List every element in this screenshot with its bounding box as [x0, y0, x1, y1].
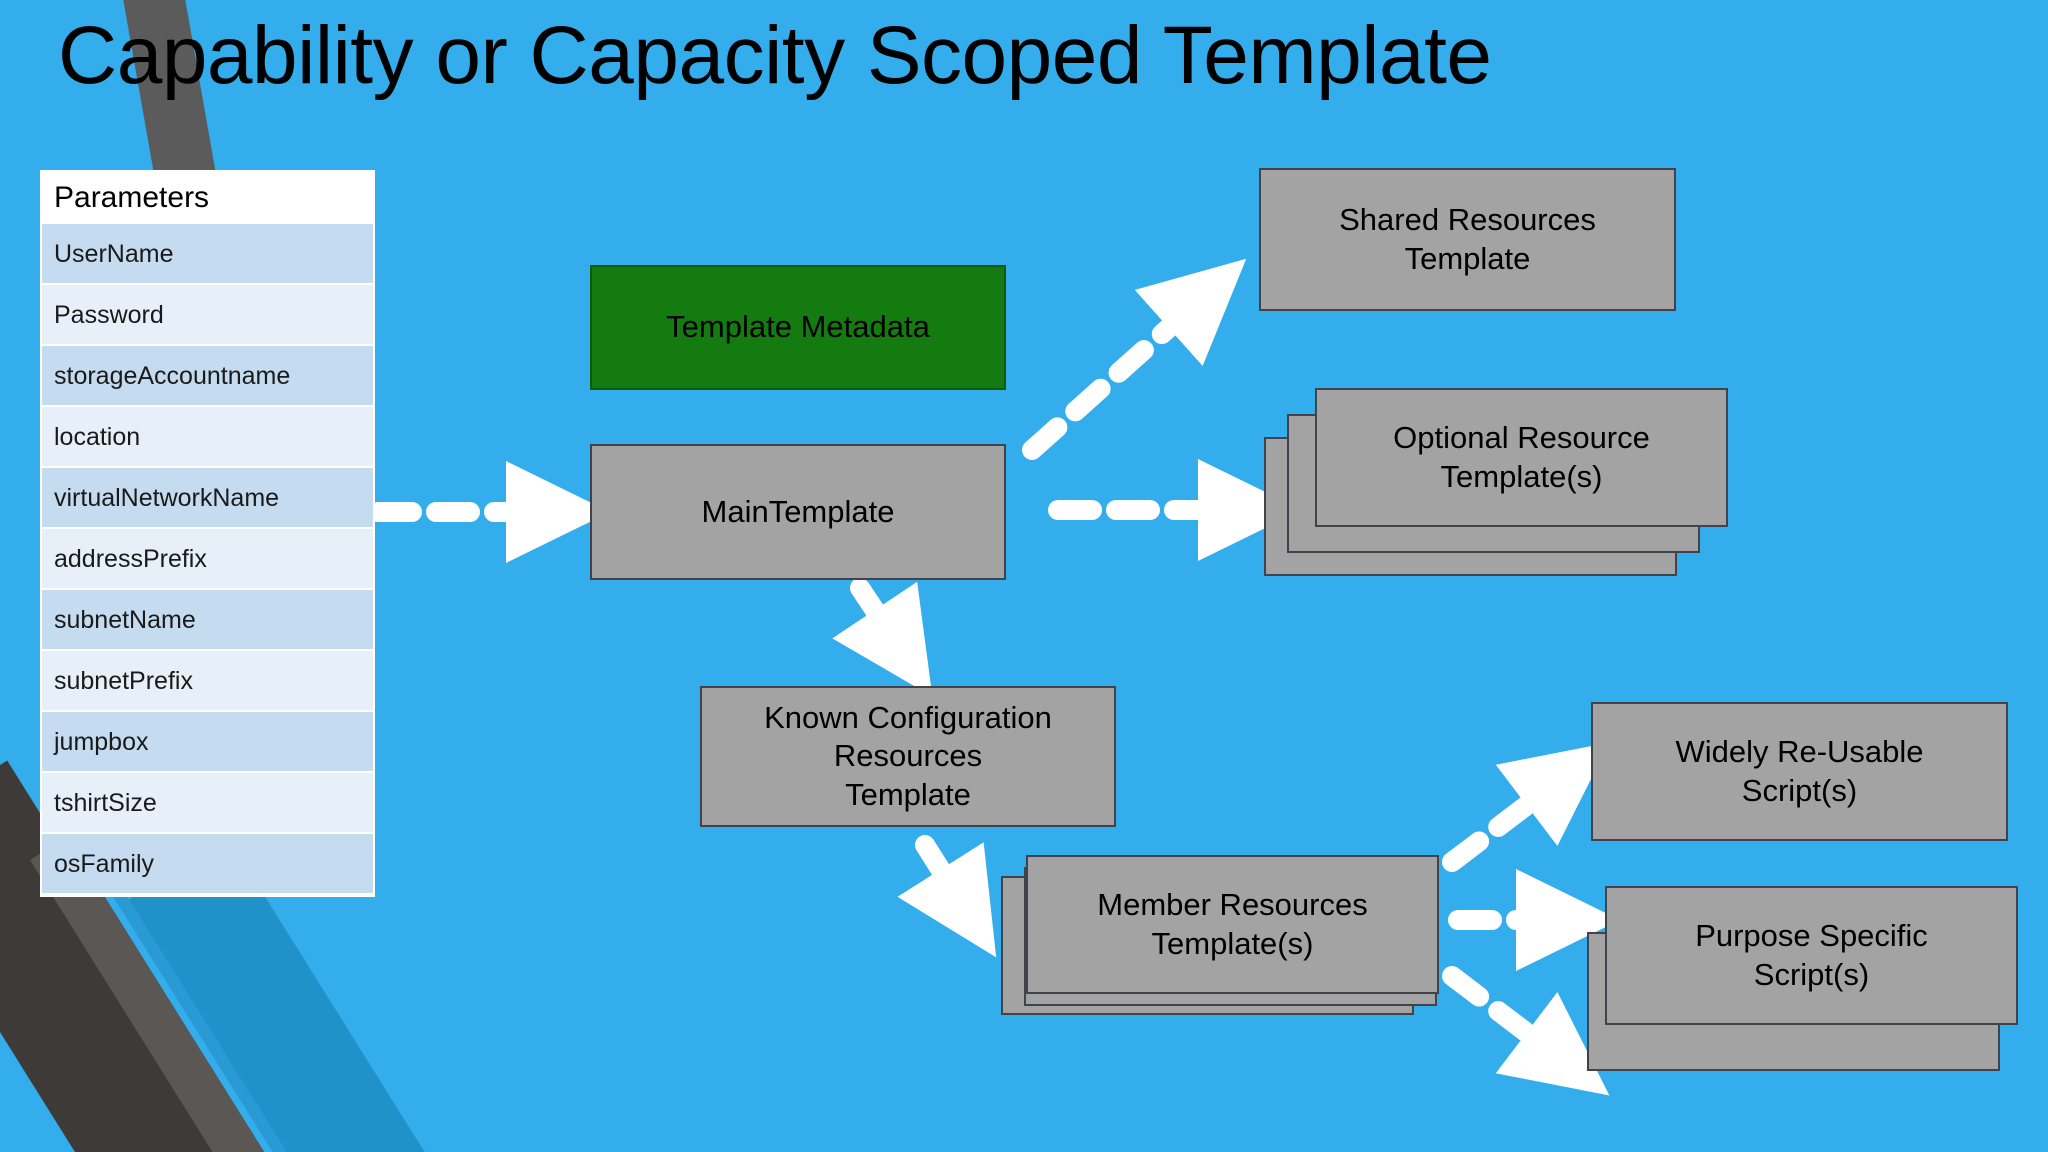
box-shared-resources-template: Shared Resources Template — [1259, 168, 1676, 311]
parameter-row-subnetname: subnetName — [42, 590, 373, 651]
arrow-maintemplate-to-known-configuration — [832, 578, 933, 697]
parameter-row-osfamily: osFamily — [42, 834, 373, 895]
arrow-member-resources-to-widely-reusable — [1442, 742, 1610, 872]
box-purpose-specific-line2: Script(s) — [1753, 956, 1870, 992]
box-purpose-specific-line1: Purpose Specific — [1695, 918, 1928, 954]
box-member-resources-line2: Template(s) — [1151, 925, 1314, 961]
decorative-band-blue-thin — [112, 888, 366, 1152]
parameter-row-storageaccountname: storageAccountname — [42, 346, 373, 407]
box-widely-reusable-scripts: Widely Re-Usable Script(s) — [1591, 702, 2008, 841]
box-known-configuration-resources-template: Known Configuration Resources Template — [700, 686, 1116, 827]
parameters-table: Parameters UserName Password storageAcco… — [40, 170, 375, 897]
slide-title: Capability or Capacity Scoped Template — [58, 10, 1492, 101]
parameter-row-jumpbox: jumpbox — [42, 712, 373, 773]
parameter-row-location: location — [42, 407, 373, 468]
box-main-template: MainTemplate — [590, 444, 1006, 580]
parameters-table-header: Parameters — [42, 172, 373, 224]
parameter-row-virtualnetworkname: virtualNetworkName — [42, 468, 373, 529]
box-widely-reusable-line2: Script(s) — [1741, 772, 1858, 808]
parameter-row-subnetprefix: subnetPrefix — [42, 651, 373, 712]
box-known-configuration-line3: Template — [845, 776, 971, 812]
box-known-configuration-line1: Known Configuration — [764, 699, 1052, 735]
box-shared-resources-line2: Template — [1404, 240, 1531, 276]
box-optional-resource-line2: Template(s) — [1440, 458, 1603, 494]
arrow-member-resources-to-purpose-specific-lower — [1442, 966, 1610, 1096]
box-optional-resource-template: Optional Resource Template(s) — [1315, 388, 1728, 527]
parameter-row-tshirtsize: tshirtSize — [42, 773, 373, 834]
box-purpose-specific-scripts: Purpose Specific Script(s) — [1605, 886, 2018, 1025]
box-main-template-label: MainTemplate — [701, 493, 895, 529]
box-widely-reusable-line1: Widely Re-Usable — [1675, 734, 1924, 770]
arrow-maintemplate-to-shared-resources — [1022, 258, 1247, 460]
arrow-known-configuration-to-member-resources — [897, 835, 997, 958]
box-member-resources-line1: Member Resources — [1097, 887, 1368, 923]
parameter-row-addressprefix: addressPrefix — [42, 529, 373, 590]
box-known-configuration-line2: Resources — [833, 738, 983, 774]
box-template-metadata: Template Metadata — [590, 265, 1006, 390]
parameter-row-username: UserName — [42, 224, 373, 285]
box-optional-resource-line1: Optional Resource — [1393, 420, 1650, 456]
parameter-row-password: Password — [42, 285, 373, 346]
box-shared-resources-line1: Shared Resources — [1339, 202, 1596, 238]
box-template-metadata-label: Template Metadata — [666, 309, 930, 345]
box-member-resources-template: Member Resources Template(s) — [1026, 855, 1439, 994]
